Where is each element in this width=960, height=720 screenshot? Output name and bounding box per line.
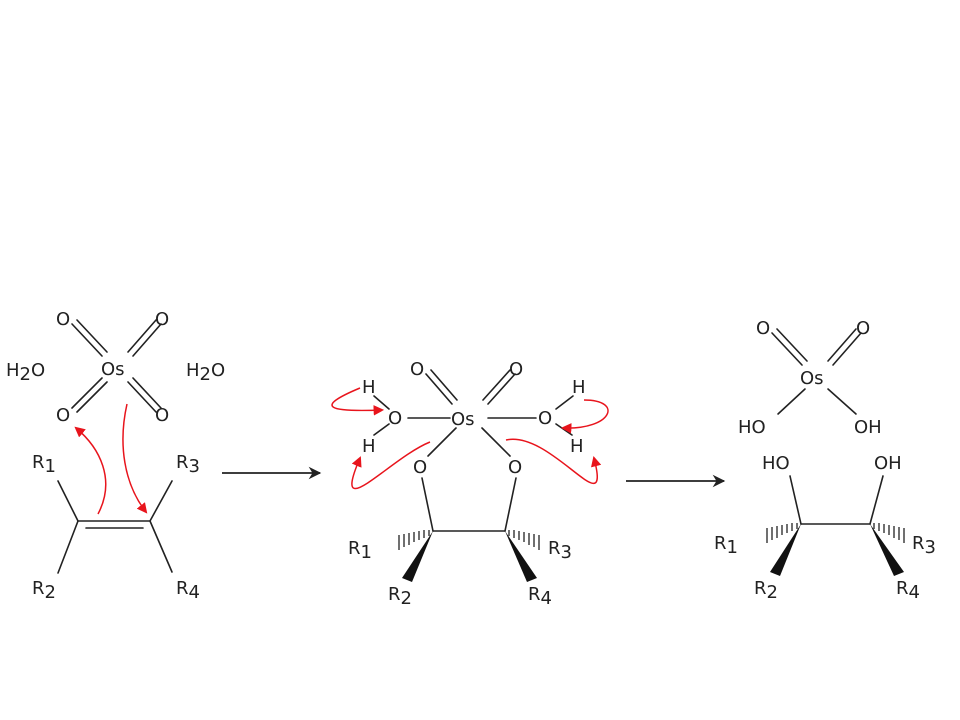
substituent-r3: R3 (548, 538, 572, 563)
water-left: H2O (6, 360, 45, 385)
osmate-ring-bonds (421, 427, 517, 532)
wedge-bond (770, 524, 801, 576)
substituent-r1: R1 (714, 533, 738, 558)
hydroxyl-label: HO (762, 453, 790, 474)
wedge-bond (505, 531, 537, 582)
hydroxyl-label: HO (738, 417, 766, 438)
hydroxyl-label: OH (854, 417, 882, 438)
wedge-bond (870, 524, 904, 576)
substituent-r2: R2 (32, 578, 56, 603)
electron-arrow (505, 438, 602, 485)
electron-arrow (122, 403, 148, 514)
substituent-r2: R2 (754, 578, 778, 603)
substituent-r3: R3 (912, 533, 936, 558)
substituent-r3: R3 (176, 452, 200, 477)
electron-arrow (560, 399, 609, 434)
oxygen-label: O (56, 309, 70, 330)
hydroxyl-label: OH (874, 453, 902, 474)
substituent-r4: R4 (176, 578, 200, 603)
ring-oxygen-label: O (413, 457, 427, 478)
substituent-r1: R1 (32, 452, 56, 477)
oxygen-label: O (155, 309, 169, 330)
product-group: Os O O HO OH HO OH (714, 318, 936, 603)
water-right: H2O (186, 360, 225, 385)
oxo-oxygen-label: O (509, 359, 523, 380)
hydrogen-label: H (572, 377, 586, 398)
electron-arrow (74, 426, 107, 515)
osmium-label: Os (800, 368, 824, 389)
hydroxyl-oxygen-label: O (538, 408, 552, 429)
hashed-bond (873, 523, 905, 543)
wedge-bond (402, 531, 433, 582)
intermediate-oxo-bonds (425, 369, 516, 405)
substituent-r2: R2 (388, 584, 412, 609)
hydroxyl-oxygen-label: O (388, 408, 402, 429)
hashed-bond (766, 523, 798, 543)
alkene-bonds (57, 480, 173, 574)
hashed-bond (398, 530, 430, 550)
electron-arrow (331, 387, 385, 416)
oxo-oxygen-label: O (410, 359, 424, 380)
intermediate-group: Os O O O O H H H H O O (331, 359, 609, 609)
hydrogen-label: H (362, 377, 376, 398)
ring-oxygen-label: O (508, 457, 522, 478)
oxygen-label: O (56, 405, 70, 426)
osmic-acid-bonds (771, 328, 862, 415)
hashed-bond (508, 530, 540, 550)
substituent-r4: R4 (528, 584, 552, 609)
osmium-label: Os (101, 359, 125, 380)
substituent-r4: R4 (896, 578, 920, 603)
oxo-oxygen-label: O (756, 318, 770, 339)
osmium-label: Os (451, 409, 475, 430)
hydrogen-label: H (570, 436, 584, 457)
reactant-group: H2O H2O Os O O O O R1 R2 R3 R4 (6, 309, 225, 603)
substituent-r1: R1 (348, 538, 372, 563)
electron-arrow (351, 441, 431, 490)
osmium-oxo-bonds (71, 319, 162, 413)
hydrogen-label: H (362, 436, 376, 457)
diol-bonds (789, 475, 884, 525)
oxygen-label: O (155, 405, 169, 426)
